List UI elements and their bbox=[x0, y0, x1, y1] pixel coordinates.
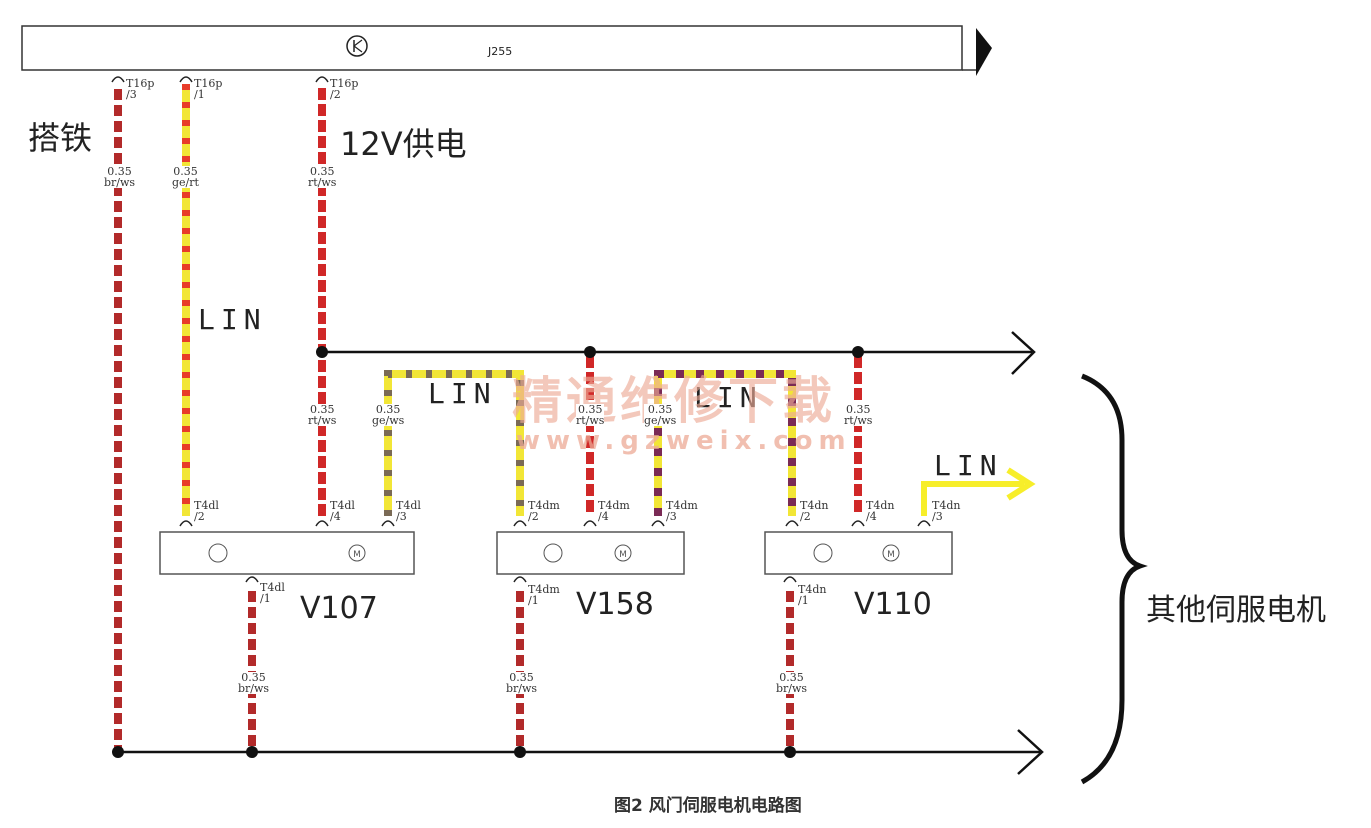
connector-label: T4dn /2 bbox=[800, 499, 829, 523]
motor-icon bbox=[882, 544, 900, 562]
transistor-icon bbox=[543, 543, 563, 563]
ground-bus-arrow bbox=[1017, 729, 1044, 775]
module-v107: M bbox=[159, 531, 415, 575]
connector-label: T16p /2 bbox=[330, 77, 359, 101]
module-v110: M bbox=[764, 531, 953, 575]
connector-label: T16p /3 bbox=[126, 77, 155, 101]
svg-text:M: M bbox=[353, 550, 361, 560]
transistor-icon bbox=[813, 543, 833, 563]
connector-label: T4dl /2 bbox=[194, 499, 219, 523]
wire-label: 0.35 rt/ws bbox=[308, 403, 337, 427]
connector-label: T16p /1 bbox=[194, 77, 223, 101]
wire-lin-out bbox=[921, 481, 1024, 516]
wire-label: 0.35 ge/rt bbox=[172, 165, 199, 189]
connector-label: T4dn /1 bbox=[798, 583, 827, 607]
figure-caption: 图2 风门伺服电机电路图 bbox=[614, 796, 802, 816]
connector-label: T4dl /1 bbox=[260, 581, 285, 605]
connector-label: T4dl /3 bbox=[396, 499, 421, 523]
svg-text:M: M bbox=[887, 550, 895, 560]
motor-icon bbox=[614, 544, 632, 562]
connector-label: T4dm /1 bbox=[528, 583, 560, 607]
other-servos-brace bbox=[1080, 373, 1148, 785]
lin-label-v158: LIN bbox=[694, 381, 763, 414]
other-servos-label: 其他伺服电机 bbox=[1146, 593, 1326, 628]
transistor-icon bbox=[346, 35, 368, 57]
wire-label: 0.35 br/ws bbox=[506, 671, 538, 695]
ground-label: 搭铁 bbox=[28, 119, 93, 157]
wire-label: 0.35 rt/ws bbox=[844, 403, 873, 427]
supply-bus-arrow bbox=[1011, 331, 1036, 375]
wire-lin-v107-v158 bbox=[384, 370, 524, 516]
j255-continue-arrow bbox=[976, 28, 992, 76]
supply-label: 12V供电 bbox=[340, 125, 467, 163]
wire-lin-v158-v110 bbox=[654, 370, 796, 516]
motor-icon bbox=[348, 544, 366, 562]
module-v110-label: V110 bbox=[854, 587, 932, 622]
module-v107-label: V107 bbox=[300, 591, 378, 626]
lin-label-v107: LIN bbox=[428, 377, 497, 410]
wire-label: 0.35 br/ws bbox=[238, 671, 270, 695]
wire-label: 0.35 rt/ws bbox=[576, 403, 605, 427]
junction-dots bbox=[112, 346, 864, 758]
module-v158-label: V158 bbox=[576, 587, 654, 622]
lin-out-arrow bbox=[1006, 467, 1036, 501]
wire-label: 0.35 br/ws bbox=[104, 165, 136, 189]
connector-label: T4dl /4 bbox=[330, 499, 355, 523]
wire-label: 0.35 rt/ws bbox=[308, 165, 337, 189]
lin-label-main: LIN bbox=[198, 303, 267, 336]
svg-text:M: M bbox=[619, 550, 627, 560]
wire-label: 0.35 ge/ws bbox=[372, 403, 405, 427]
wire-label: 0.35 ge/ws bbox=[644, 403, 677, 427]
connector-label: T4dm /3 bbox=[666, 499, 698, 523]
connector-label: T4dm /4 bbox=[598, 499, 630, 523]
lin-label-out: LIN bbox=[934, 449, 1003, 482]
pin-markers bbox=[111, 76, 931, 583]
connector-label: T4dm /2 bbox=[528, 499, 560, 523]
j255-unit bbox=[21, 25, 963, 71]
connector-label: T4dn /3 bbox=[932, 499, 961, 523]
wire-label: 0.35 br/ws bbox=[776, 671, 808, 695]
module-v158: M bbox=[496, 531, 685, 575]
transistor-icon bbox=[208, 543, 228, 563]
connector-label: T4dn /4 bbox=[866, 499, 895, 523]
j255-label: J255 bbox=[488, 45, 513, 58]
watermark-url: www.gzweix.com bbox=[516, 426, 852, 456]
